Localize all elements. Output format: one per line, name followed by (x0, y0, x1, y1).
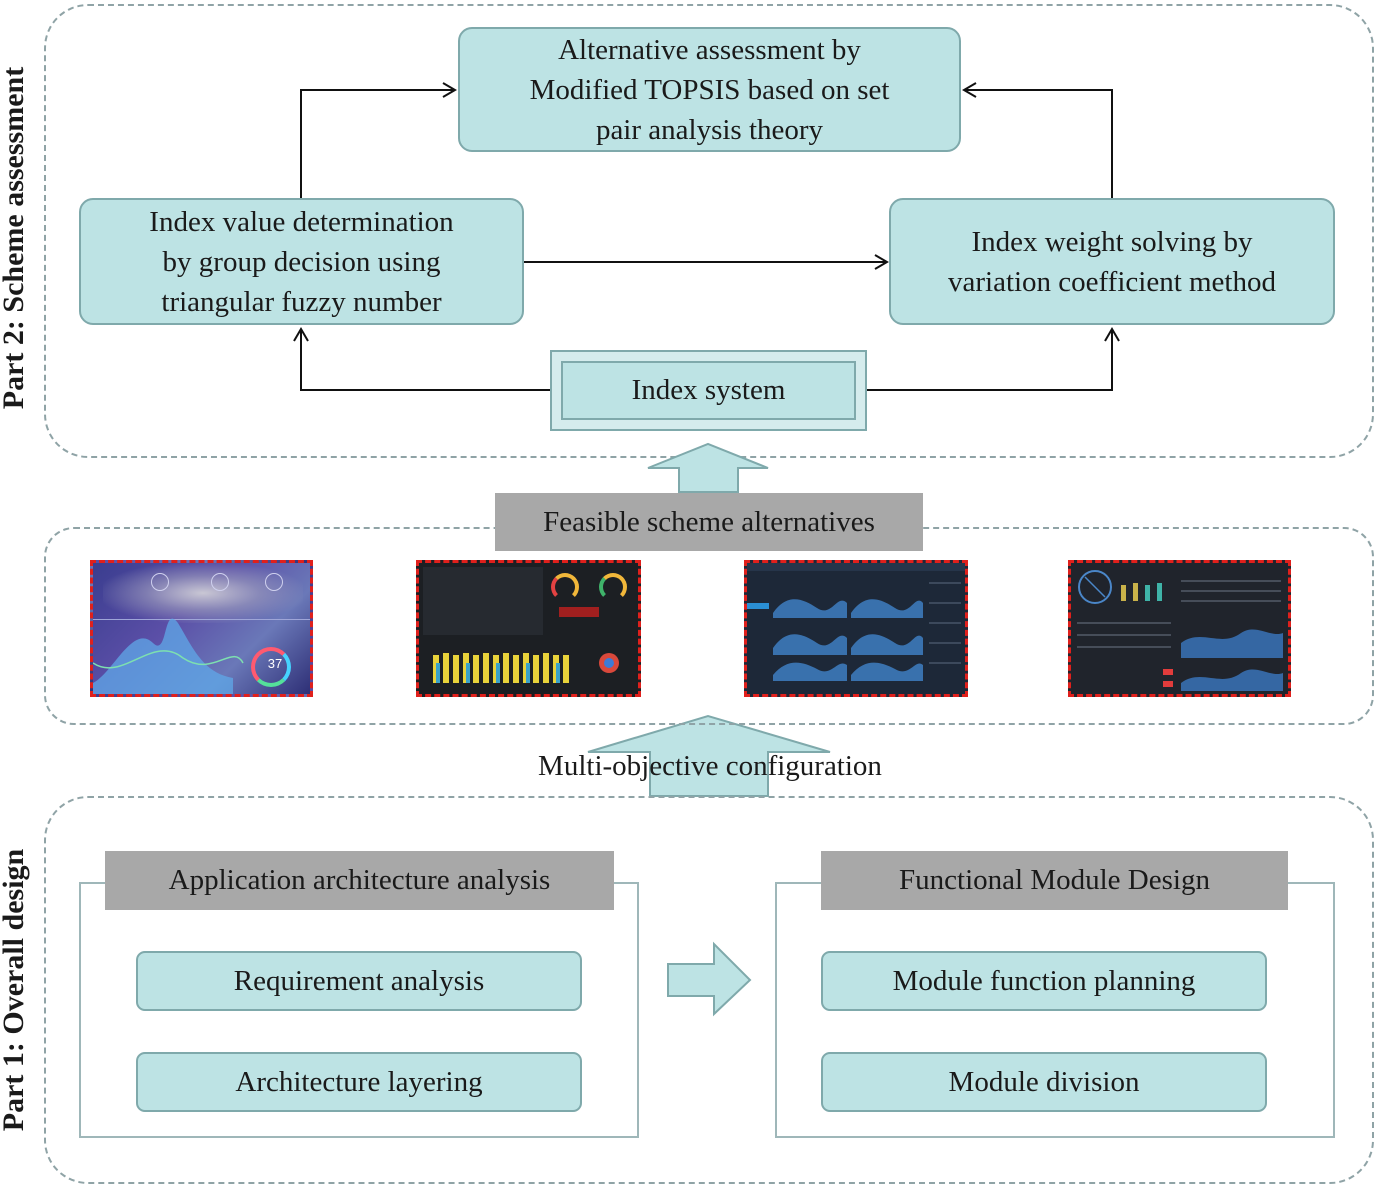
func-module-header: Functional Module Design (821, 851, 1288, 910)
multi-objective-label: Multi-objective configuration (538, 750, 882, 782)
architecture-layering-box: Architecture layering (136, 1052, 582, 1112)
app-arch-header: Application architecture analysis (105, 851, 614, 910)
index-system-inner: Index system (561, 361, 856, 420)
index-value-box: Index value determination by group decis… (79, 198, 524, 325)
topsis-line-2: Modified TOPSIS based on set (529, 73, 890, 106)
index-system-label: Index system (631, 374, 786, 406)
module-division-box: Module division (821, 1052, 1267, 1112)
block-arrow-up-multi-objective (587, 714, 831, 797)
thumb2-gauge-a (551, 573, 579, 601)
requirement-analysis-box: Requirement analysis (136, 951, 582, 1011)
dashboard-thumbnail-3 (744, 560, 968, 697)
arrow-index-value-to-topsis (300, 82, 457, 198)
arrow-index-system-to-weight (866, 327, 1120, 391)
module-function-planning-box: Module function planning (821, 951, 1267, 1011)
thumb1-circle-a (151, 573, 169, 591)
alternatives-header: Feasible scheme alternatives (495, 493, 923, 551)
thumb1-gauge-value: 37 (267, 656, 283, 671)
thumb1-divider (93, 619, 310, 620)
dashboard-thumbnail-4 (1068, 560, 1291, 697)
thumb1-wave-chart (93, 618, 244, 694)
index-weight-line-2: variation coefficient method (947, 265, 1276, 298)
thumb3-area-charts (747, 563, 965, 681)
topsis-assessment-box: Alternative assessment by Modified TOPSI… (458, 27, 961, 152)
index-value-line-1: Index value determination (149, 205, 454, 238)
thumb2-redbar (559, 607, 599, 617)
dashboard-thumbnail-2 (416, 560, 641, 697)
index-value-line-3: triangular fuzzy number (161, 285, 442, 318)
index-weight-line-1: Index weight solving by (971, 225, 1253, 258)
dashboard-thumbnail-1: 37 (90, 560, 313, 697)
index-system-box: Index system (550, 350, 867, 431)
block-arrow-right (667, 941, 752, 1017)
part1-label: Part 1: Overall design (0, 848, 30, 1132)
thumb1-gauge (251, 647, 291, 687)
index-weight-box: Index weight solving by variation coeffi… (889, 198, 1335, 325)
topsis-line-3: pair analysis theory (595, 113, 824, 146)
topsis-line-1: Alternative assessment by (558, 33, 861, 66)
part1-panel (44, 796, 1374, 1184)
arrow-index-system-to-value (293, 327, 551, 391)
thumb2-bar-chart (433, 653, 619, 683)
index-value-line-2: by group decision using (162, 245, 441, 278)
thumb4-dashboard (1077, 570, 1283, 691)
arrow-index-weight-to-topsis (962, 82, 1113, 198)
thumb2-map (423, 567, 543, 635)
block-arrow-up-to-index-system (647, 442, 769, 493)
thumb1-circle-b (211, 573, 229, 591)
thumb1-circle-c (265, 573, 283, 591)
thumb2-gauge-b (599, 573, 627, 601)
